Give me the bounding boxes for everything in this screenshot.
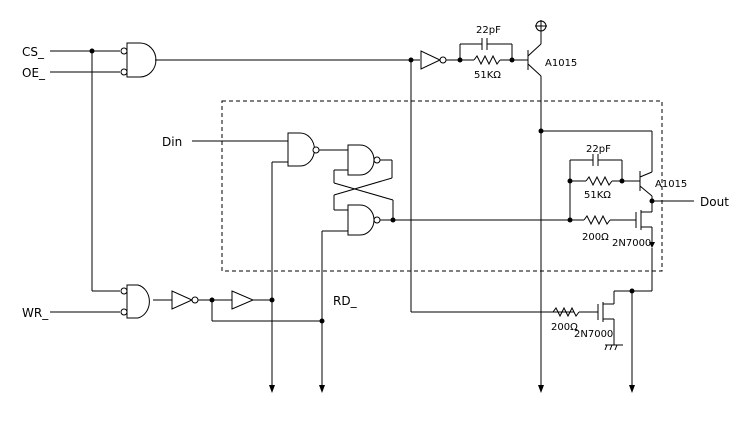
bus-arrows <box>269 385 635 393</box>
pnp-transistor-mid <box>639 171 694 205</box>
res-200-bot-label: 200Ω <box>551 322 578 333</box>
buffer-wr <box>231 290 275 310</box>
din-label: Din <box>162 135 182 149</box>
res-mid-label: 51KΩ <box>584 190 611 201</box>
nand-gate-latch-lower <box>321 169 570 390</box>
inverter-wr <box>171 290 325 324</box>
dout-label: Dout <box>700 195 729 209</box>
res-top-label: 51KΩ <box>474 70 501 81</box>
pnp-transistor-top <box>527 20 547 390</box>
and-gate-top <box>120 42 157 78</box>
enable-wire <box>155 57 560 313</box>
and-gate-wr <box>120 284 172 319</box>
wr-label: WR_ <box>22 306 49 320</box>
rc-network-top <box>457 38 528 66</box>
trans-top-label: A1015 <box>545 58 577 69</box>
inverter-top <box>420 50 460 70</box>
rd-label: RD_ <box>333 294 358 308</box>
rc-network-mid <box>567 154 640 223</box>
cap-mid-label: 22pF <box>586 144 611 155</box>
fet-stage-bottom <box>552 248 653 390</box>
fet-bot-label: 2N7000 <box>574 329 613 340</box>
fet-stage-mid <box>570 205 655 248</box>
cs-label: CS_ <box>22 45 45 59</box>
dashed-enclosure <box>221 100 663 272</box>
oe-label: OE_ <box>22 66 46 80</box>
cap-top-label: 22pF <box>476 25 501 36</box>
trans-mid-label: A1015 <box>655 179 687 190</box>
nand-gate-din <box>271 132 320 390</box>
output-rail <box>541 130 653 172</box>
input-wires <box>50 48 120 313</box>
nand-gate-latch-upper <box>319 144 393 211</box>
res-200-mid-label: 200Ω <box>582 232 609 243</box>
fet-mid-label: 2N7000 <box>612 238 651 249</box>
